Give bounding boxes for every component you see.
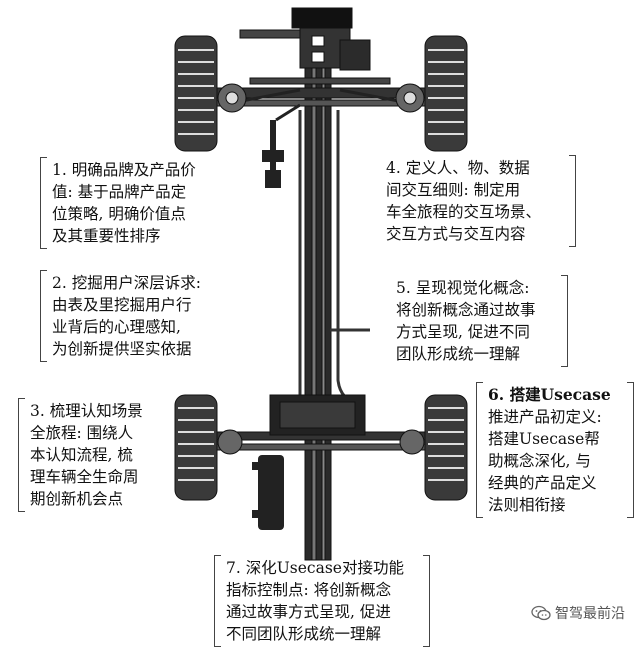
chassis-frame: [304, 59, 332, 561]
note-line: 理车辆全生命周: [30, 468, 139, 486]
note-line: 为创新提供坚实依据: [52, 340, 192, 358]
bracket-left: [40, 270, 47, 362]
bracket-left: [18, 398, 25, 512]
rear-right-wheel: [399, 394, 468, 501]
note-line: 期创新机会点: [30, 490, 124, 508]
rear-axle: [214, 394, 431, 451]
note-line: 4. 定义人、物、数据: [386, 159, 530, 177]
note-line: 将创新概念通过故事: [396, 301, 536, 319]
note-line: 法则相衔接: [488, 496, 566, 514]
watermark: 智驾最前沿: [531, 603, 625, 623]
bracket-left: [40, 157, 47, 249]
watermark-text: 智驾最前沿: [555, 606, 625, 622]
bracket-left: [214, 555, 221, 647]
note-line: 助概念深化, 与: [488, 452, 591, 470]
note-line: 位策略, 明确价值点: [52, 205, 186, 223]
bracket-right: [423, 555, 430, 647]
note-line: 1. 明确品牌及产品价: [52, 161, 196, 179]
note-line: 2. 挖掘用户深层诉求:: [52, 274, 201, 292]
note-2-user-needs: 2. 挖掘用户深层诉求: 由表及里挖掘用户行 业背后的心理感知, 为创新提供坚实…: [40, 270, 230, 362]
note-line: 间交互细则: 制定用: [386, 181, 521, 199]
note-3-cognitive-journey: 3. 梳理认知场景 全旅程: 围绕人 本认知流程, 梳 理车辆全生命周 期创新机…: [18, 398, 164, 512]
rear-left-wheel: [174, 394, 243, 501]
note-line: 本认知流程, 梳: [30, 446, 133, 464]
bracket-right: [561, 275, 568, 367]
note-line: 经典的产品定义: [488, 474, 597, 492]
bracket-right: [627, 382, 634, 518]
front-left-wheel: [174, 35, 247, 152]
note-4-interaction-rules: 4. 定义人、物、数据 间交互细则: 制定用 车全旅程的交互场景、 交互方式与交…: [380, 155, 576, 247]
note-line: 由表及里挖掘用户行: [52, 296, 192, 314]
bracket-right: [569, 155, 576, 247]
note-line: 不同团队形成统一理解: [226, 625, 382, 643]
note-line: 全旅程: 围绕人: [30, 424, 134, 442]
note-line: 搭建Usecase帮: [488, 430, 600, 448]
note-line: 及其重要性排序: [52, 227, 161, 245]
wechat-icon: [531, 605, 551, 621]
note-line: 方式呈现, 促进不同: [396, 323, 530, 341]
note-5-visual-concept: 5. 呈现视觉化概念: 将创新概念通过故事 方式呈现, 促进不同 团队形成统一理…: [390, 275, 568, 367]
note-line: 车全旅程的交互场景、: [386, 203, 542, 221]
note-line: 团队形成统一理解: [396, 345, 521, 363]
note-line: 业背后的心理感知,: [52, 318, 181, 336]
note-line: 交互方式与交互内容: [386, 225, 526, 243]
note-line: 推进产品初定义:: [488, 408, 602, 426]
steering-column: [262, 103, 301, 188]
note-line: 7. 深化Usecase对接功能: [226, 559, 404, 577]
engine-block: [239, 7, 371, 71]
note-line: 值: 基于品牌产品定: [52, 183, 187, 201]
muffler: [252, 455, 284, 530]
note-line: 5. 呈现视觉化概念:: [396, 279, 530, 297]
note-1-brand-value: 1. 明确品牌及产品价 值: 基于品牌产品定 位策略, 明确价值点 及其重要性排…: [40, 157, 218, 249]
note-line: 指标控制点: 将创新概念: [226, 581, 392, 599]
note-line: 6. 搭建Usecase: [488, 385, 611, 404]
note-6-usecase: 6. 搭建Usecase 推进产品初定义: 搭建Usecase帮 助概念深化, …: [476, 382, 634, 518]
note-7-usecase-function: 7. 深化Usecase对接功能 指标控制点: 将创新概念 通过故事方式呈现, …: [214, 555, 430, 647]
note-line: 3. 梳理认知场景: [30, 402, 143, 420]
front-right-wheel: [395, 35, 468, 152]
bracket-left: [476, 382, 483, 518]
note-line: 通过故事方式呈现, 促进: [226, 603, 391, 621]
